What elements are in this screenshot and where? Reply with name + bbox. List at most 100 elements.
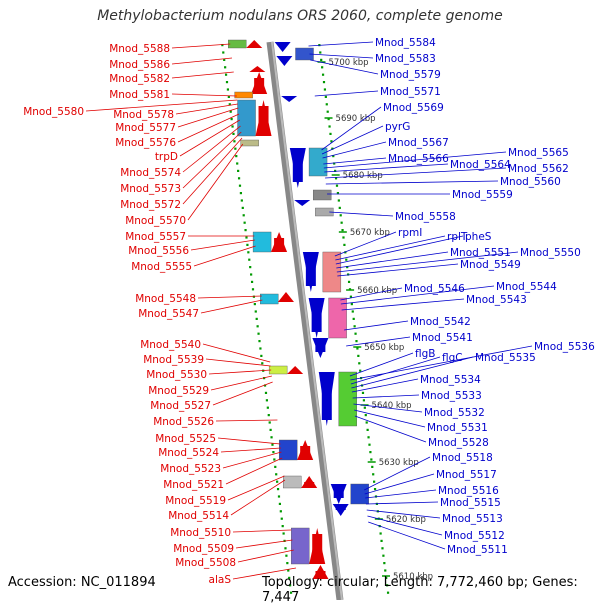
ruler-dot-right <box>358 362 361 365</box>
left-leader-line <box>190 239 255 251</box>
left-leader-line <box>205 358 271 367</box>
right-leader-line <box>351 356 474 389</box>
right-gene-label: Mnod_5532 <box>424 407 485 419</box>
right-leader-line <box>350 356 441 385</box>
right-leader-line <box>340 285 495 305</box>
gene-arrow-body <box>312 534 323 564</box>
gene-arrow-body <box>321 372 332 420</box>
left-leader-line <box>171 71 234 79</box>
ruler-dot-left <box>225 81 229 84</box>
ruler-dot-right <box>354 332 357 335</box>
left-gene-label: Mnod_5547 <box>138 308 199 320</box>
left-leader-line <box>171 43 231 49</box>
ruler-dot-left <box>268 421 271 424</box>
right-leader-line <box>323 151 507 169</box>
right-gene-label: Mnod_5571 <box>380 86 441 98</box>
genome-spine <box>266 41 344 600</box>
right-gene-label: Mnod_5565 <box>508 147 569 159</box>
gene-arrow-body <box>274 238 285 252</box>
right-leader-line <box>325 180 499 185</box>
left-leader-line <box>182 125 241 173</box>
left-leader-line <box>212 381 273 406</box>
left-leader-line <box>197 295 262 299</box>
right-gene-label: Mnod_5516 <box>438 485 499 497</box>
right-gene-label: Mnod_5562 <box>508 163 569 175</box>
right-gene-label: Mnod_5528 <box>428 437 489 449</box>
ruler-dot-left <box>256 325 259 328</box>
gene-block <box>308 147 328 177</box>
right-gene-label: pheS <box>465 231 492 243</box>
right-leader-line <box>368 521 446 550</box>
ruler-dot-left <box>261 362 264 365</box>
kbp-label: 5620 kbp <box>386 515 426 525</box>
ruler-dot-left <box>237 169 240 172</box>
ruler-dot-left <box>255 317 258 320</box>
left-gene-label: Mnod_5510 <box>170 527 231 539</box>
ruler-dot-left <box>281 525 284 528</box>
left-gene-label: Mnod_5527 <box>150 400 211 412</box>
right-gene-label: rpmI <box>398 227 422 239</box>
ruler-dot-left <box>279 510 282 513</box>
ruler-dot-right <box>362 399 366 402</box>
right-gene-label: Mnod_5569 <box>383 102 444 114</box>
left-gene-label: Mnod_5521 <box>163 479 224 491</box>
ruler-dot-right <box>319 51 322 54</box>
gene-block <box>312 189 332 201</box>
left-leader-line <box>177 113 240 143</box>
ruler-dot-right <box>333 162 336 165</box>
ruler-dot-right <box>380 539 383 542</box>
right-leader-line <box>366 509 441 519</box>
left-leader-line <box>187 143 244 221</box>
left-leader-line <box>225 457 283 485</box>
right-gene-label: Mnod_5543 <box>466 294 527 306</box>
ruler-dot-right <box>357 354 360 357</box>
kbp-label: 5690 kbp <box>336 114 376 124</box>
left-gene-label: Mnod_5519 <box>165 495 226 507</box>
ruler-dot-left <box>241 206 244 209</box>
right-gene-label: Mnod_5518 <box>432 452 493 464</box>
ruler-dot-left <box>258 340 261 343</box>
ruler-dot-left <box>230 118 233 121</box>
right-gene-label: Mnod_5567 <box>388 137 449 149</box>
ruler-dot-right <box>339 214 342 217</box>
ruler-dot-left <box>250 280 254 283</box>
ruler-dot-left <box>269 428 272 431</box>
ruler-dot-right <box>379 532 382 535</box>
right-leader-line <box>308 41 374 47</box>
ruler-dot-left <box>243 221 246 224</box>
right-leader-line <box>354 409 426 428</box>
left-leader-line <box>220 447 281 453</box>
ruler-dot-left <box>231 125 234 128</box>
gene-arrow-forward <box>277 292 294 302</box>
ruler-dot-left <box>224 66 227 69</box>
right-gene-label: Mnod_5550 <box>520 247 581 259</box>
ruler-dot-left <box>276 488 280 491</box>
ruler-dot-right <box>350 303 353 306</box>
ruler-dot-left <box>224 73 228 76</box>
ruler-dot-left <box>252 295 256 298</box>
ruler-dot-left <box>254 310 257 313</box>
ruler-dot-left <box>239 192 243 195</box>
genome-spine-highlight <box>271 41 343 600</box>
ruler-dot-right <box>329 132 332 135</box>
left-gene-label: Mnod_5508 <box>175 557 236 569</box>
kbp-label: 5700 kbp <box>329 58 369 68</box>
left-gene-label: Mnod_5556 <box>128 245 189 257</box>
left-gene-label: Mnod_5514 <box>168 510 229 522</box>
right-gene-label: Mnod_5542 <box>410 316 471 328</box>
right-gene-label: Mnod_5559 <box>452 189 513 201</box>
kbp-label: 5640 kbp <box>372 401 412 411</box>
gene-block <box>291 527 310 565</box>
ruler-dot-left <box>242 214 245 217</box>
right-leader-line <box>337 263 459 277</box>
right-gene-label: Mnod_5534 <box>420 374 481 386</box>
ruler-dot-left <box>260 354 263 357</box>
ruler-dot-right <box>384 569 387 572</box>
right-gene-label: Mnod_5551 <box>450 247 511 259</box>
right-leader-line <box>322 141 387 159</box>
gene-arrow-body <box>315 338 326 352</box>
left-leader-line <box>215 419 278 422</box>
kbp-label: 5670 kbp <box>350 228 390 238</box>
gene-arrow-reverse <box>281 96 298 102</box>
ruler-dot-left <box>234 147 237 150</box>
